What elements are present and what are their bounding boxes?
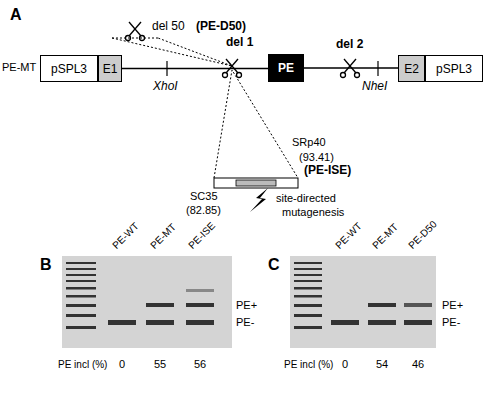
panel-letter: B — [40, 256, 52, 274]
construct-name: (PE-ISE) — [304, 164, 351, 177]
row-label: PE incl (%) — [284, 359, 333, 370]
percent-value: 54 — [376, 358, 388, 370]
backbone-line — [122, 68, 268, 69]
exon-box: E2 — [398, 55, 425, 82]
band-label: PE- — [442, 316, 460, 328]
protein-name: SRp40 — [292, 136, 326, 148]
band-label: PE+ — [236, 299, 257, 311]
percent-value: 0 — [119, 358, 125, 370]
pseudoexon-box: PE — [268, 54, 304, 82]
lane-label: PE-WT — [333, 220, 364, 251]
band-label: PE- — [236, 316, 254, 328]
deletion-label: del 1 — [226, 36, 253, 49]
panel-letter: A — [10, 6, 22, 24]
box-label: E1 — [103, 62, 118, 76]
panel-letter: C — [268, 256, 280, 274]
box-label: PE — [278, 61, 294, 75]
lane-label: PE-ISE — [186, 220, 217, 251]
motif-score: (93.41) — [299, 151, 334, 163]
construct-name: (PE-D50) — [196, 20, 246, 33]
band-label: PE+ — [442, 299, 463, 311]
motif-score: (82.85) — [186, 204, 221, 216]
percent-value: 56 — [194, 358, 206, 370]
vector-box: pSPL3 — [40, 55, 98, 82]
percent-value: 46 — [412, 358, 424, 370]
exon-box: E1 — [98, 55, 122, 82]
lane-label: PE-MT — [370, 221, 400, 251]
method-note: mutagenesis — [282, 206, 344, 218]
lane-label: PE-WT — [110, 220, 141, 251]
construct-name: PE-MT — [2, 61, 36, 73]
deletion-label: del 2 — [336, 38, 363, 51]
lane-label: PE-D50 — [406, 218, 439, 251]
percent-value: 0 — [342, 358, 348, 370]
row-label: PE incl (%) — [58, 359, 107, 370]
method-note: site-directed — [276, 192, 336, 204]
restriction-site: XhoI — [153, 80, 178, 93]
restriction-site: NheI — [362, 80, 387, 93]
lane-label: PE-MT — [148, 221, 178, 251]
protein-name: SC35 — [190, 190, 218, 202]
vector-box: pSPL3 — [425, 55, 483, 82]
box-label: pSPL3 — [51, 62, 87, 76]
deletion-label: del 50 — [152, 20, 185, 33]
backbone-line — [304, 67, 398, 68]
percent-value: 55 — [154, 358, 166, 370]
box-label: E2 — [404, 62, 419, 76]
box-label: pSPL3 — [436, 62, 472, 76]
